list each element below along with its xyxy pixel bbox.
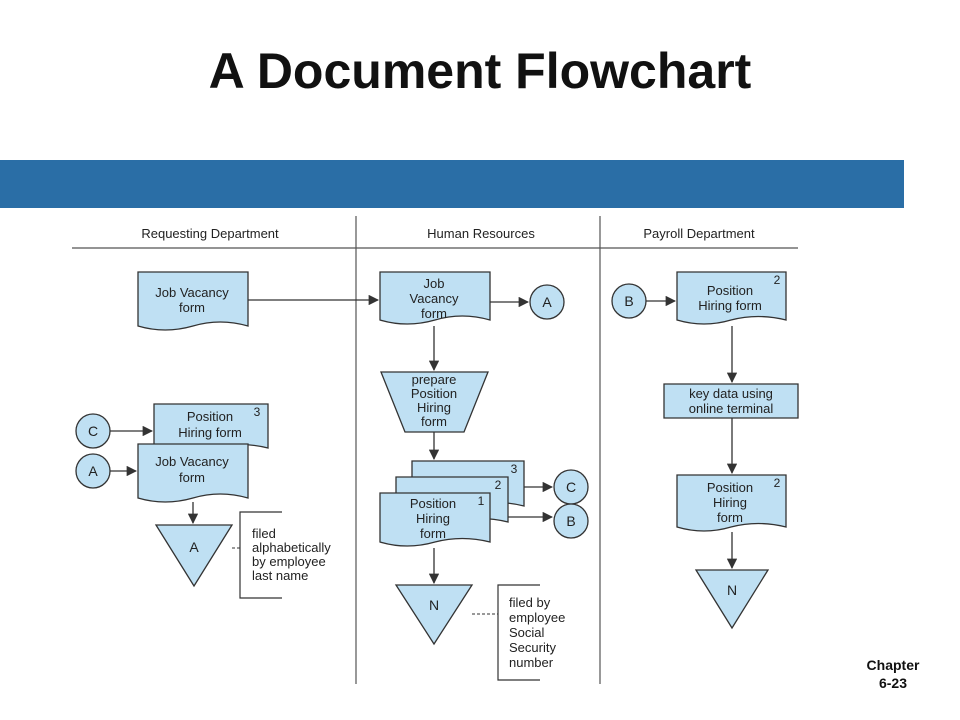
hr-file-triangle: N xyxy=(394,584,474,646)
doc-label-line: Hiring form xyxy=(178,425,242,440)
process-label-line: key data using xyxy=(689,386,773,401)
requesting-job-vacancy-document-2: Job Vacancy form xyxy=(137,443,249,503)
file-note-line: employee xyxy=(509,610,565,625)
process-label-line: prepare xyxy=(412,372,457,387)
doc-label-line: Position xyxy=(187,409,233,424)
payroll-file-triangle: N xyxy=(694,569,770,630)
process-label-line: online terminal xyxy=(689,401,774,416)
process-label-line: Hiring xyxy=(417,400,451,415)
doc-label-line: Job Vacancy xyxy=(155,454,229,469)
file-note-line: Security xyxy=(509,640,556,655)
connector-b-payroll: B xyxy=(611,283,647,319)
file-note-line: filed xyxy=(252,526,276,541)
file-note-line: alphabetically xyxy=(252,540,331,555)
hr-job-vacancy-document: Job Vacancy form xyxy=(379,271,491,325)
requesting-job-vacancy-document: Job Vacancy form xyxy=(137,271,249,331)
doc-number: 2 xyxy=(774,273,781,287)
doc-label-line: Job Vacancy xyxy=(155,285,229,300)
flow-arrows xyxy=(110,294,738,585)
chapter-label-line1: Chapter xyxy=(866,657,920,673)
doc-label-line: Hiring xyxy=(416,511,450,526)
svg-text:C: C xyxy=(88,423,98,439)
file-note-line: number xyxy=(509,655,554,670)
requesting-file-annotation: filed alphabetically by employee last na… xyxy=(232,511,331,599)
doc-label-line: form xyxy=(420,526,446,541)
connector-c-hr: C xyxy=(553,469,589,505)
svg-text:B: B xyxy=(624,293,633,309)
doc-label-line: Job xyxy=(424,276,445,291)
chapter-label-line2: 6-23 xyxy=(878,675,908,691)
slide-title: A Document Flowchart xyxy=(208,43,752,99)
svg-text:B: B xyxy=(566,513,575,529)
connector-a-requesting: A xyxy=(75,453,111,489)
file-note-line: last name xyxy=(252,568,308,583)
process-label-line: form xyxy=(421,414,447,429)
chapter-label: Chapter 6-23 xyxy=(858,656,928,692)
doc-label-line: Hiring form xyxy=(698,298,762,313)
doc-number: 2 xyxy=(774,476,781,490)
svg-text:C: C xyxy=(566,479,576,495)
file-note-line: Social xyxy=(509,625,545,640)
doc-label-line: form xyxy=(179,300,205,315)
connector-c-requesting: C xyxy=(75,413,111,449)
hr-document-stack: 3 2 1 Position Hiring form xyxy=(379,460,525,547)
hr-manual-process: prepare Position Hiring form xyxy=(380,371,489,433)
process-label-line: Position xyxy=(411,386,457,401)
doc-number: 1 xyxy=(478,494,485,508)
lane-title-requesting: Requesting Department xyxy=(141,226,279,241)
doc-label-line: Position xyxy=(707,283,753,298)
doc-label-line: form xyxy=(179,470,205,485)
doc-number: 2 xyxy=(495,478,502,492)
svg-text:A: A xyxy=(542,294,552,310)
requesting-file-triangle: A xyxy=(154,524,234,588)
connector-b-hr: B xyxy=(553,503,589,539)
lane-title-hr: Human Resources xyxy=(427,226,535,241)
payroll-position-hiring-document-2: 2 Position Hiring form xyxy=(676,474,787,532)
doc-number: 3 xyxy=(254,405,261,419)
hr-file-annotation: filed by employee Social Security number xyxy=(472,584,565,681)
swimlane-grid xyxy=(72,216,798,684)
doc-number: 3 xyxy=(511,462,518,476)
file-note-line: by employee xyxy=(252,554,326,569)
connector-a-hr: A xyxy=(529,284,565,320)
doc-label-line: form xyxy=(421,306,447,321)
doc-label-line: Position xyxy=(410,496,456,511)
svg-text:N: N xyxy=(429,597,439,613)
payroll-online-process: key data using online terminal xyxy=(663,383,799,419)
svg-text:A: A xyxy=(88,463,98,479)
doc-label-line: Hiring xyxy=(713,495,747,510)
doc-label-line: Vacancy xyxy=(410,291,459,306)
title-bar xyxy=(0,160,904,208)
svg-text:N: N xyxy=(727,582,737,598)
lane-title-payroll: Payroll Department xyxy=(643,226,755,241)
doc-label-line: form xyxy=(717,510,743,525)
payroll-position-hiring-document: 2 Position Hiring form xyxy=(676,271,787,325)
svg-text:A: A xyxy=(189,539,199,555)
doc-label-line: Position xyxy=(707,480,753,495)
file-note-line: filed by xyxy=(509,595,551,610)
